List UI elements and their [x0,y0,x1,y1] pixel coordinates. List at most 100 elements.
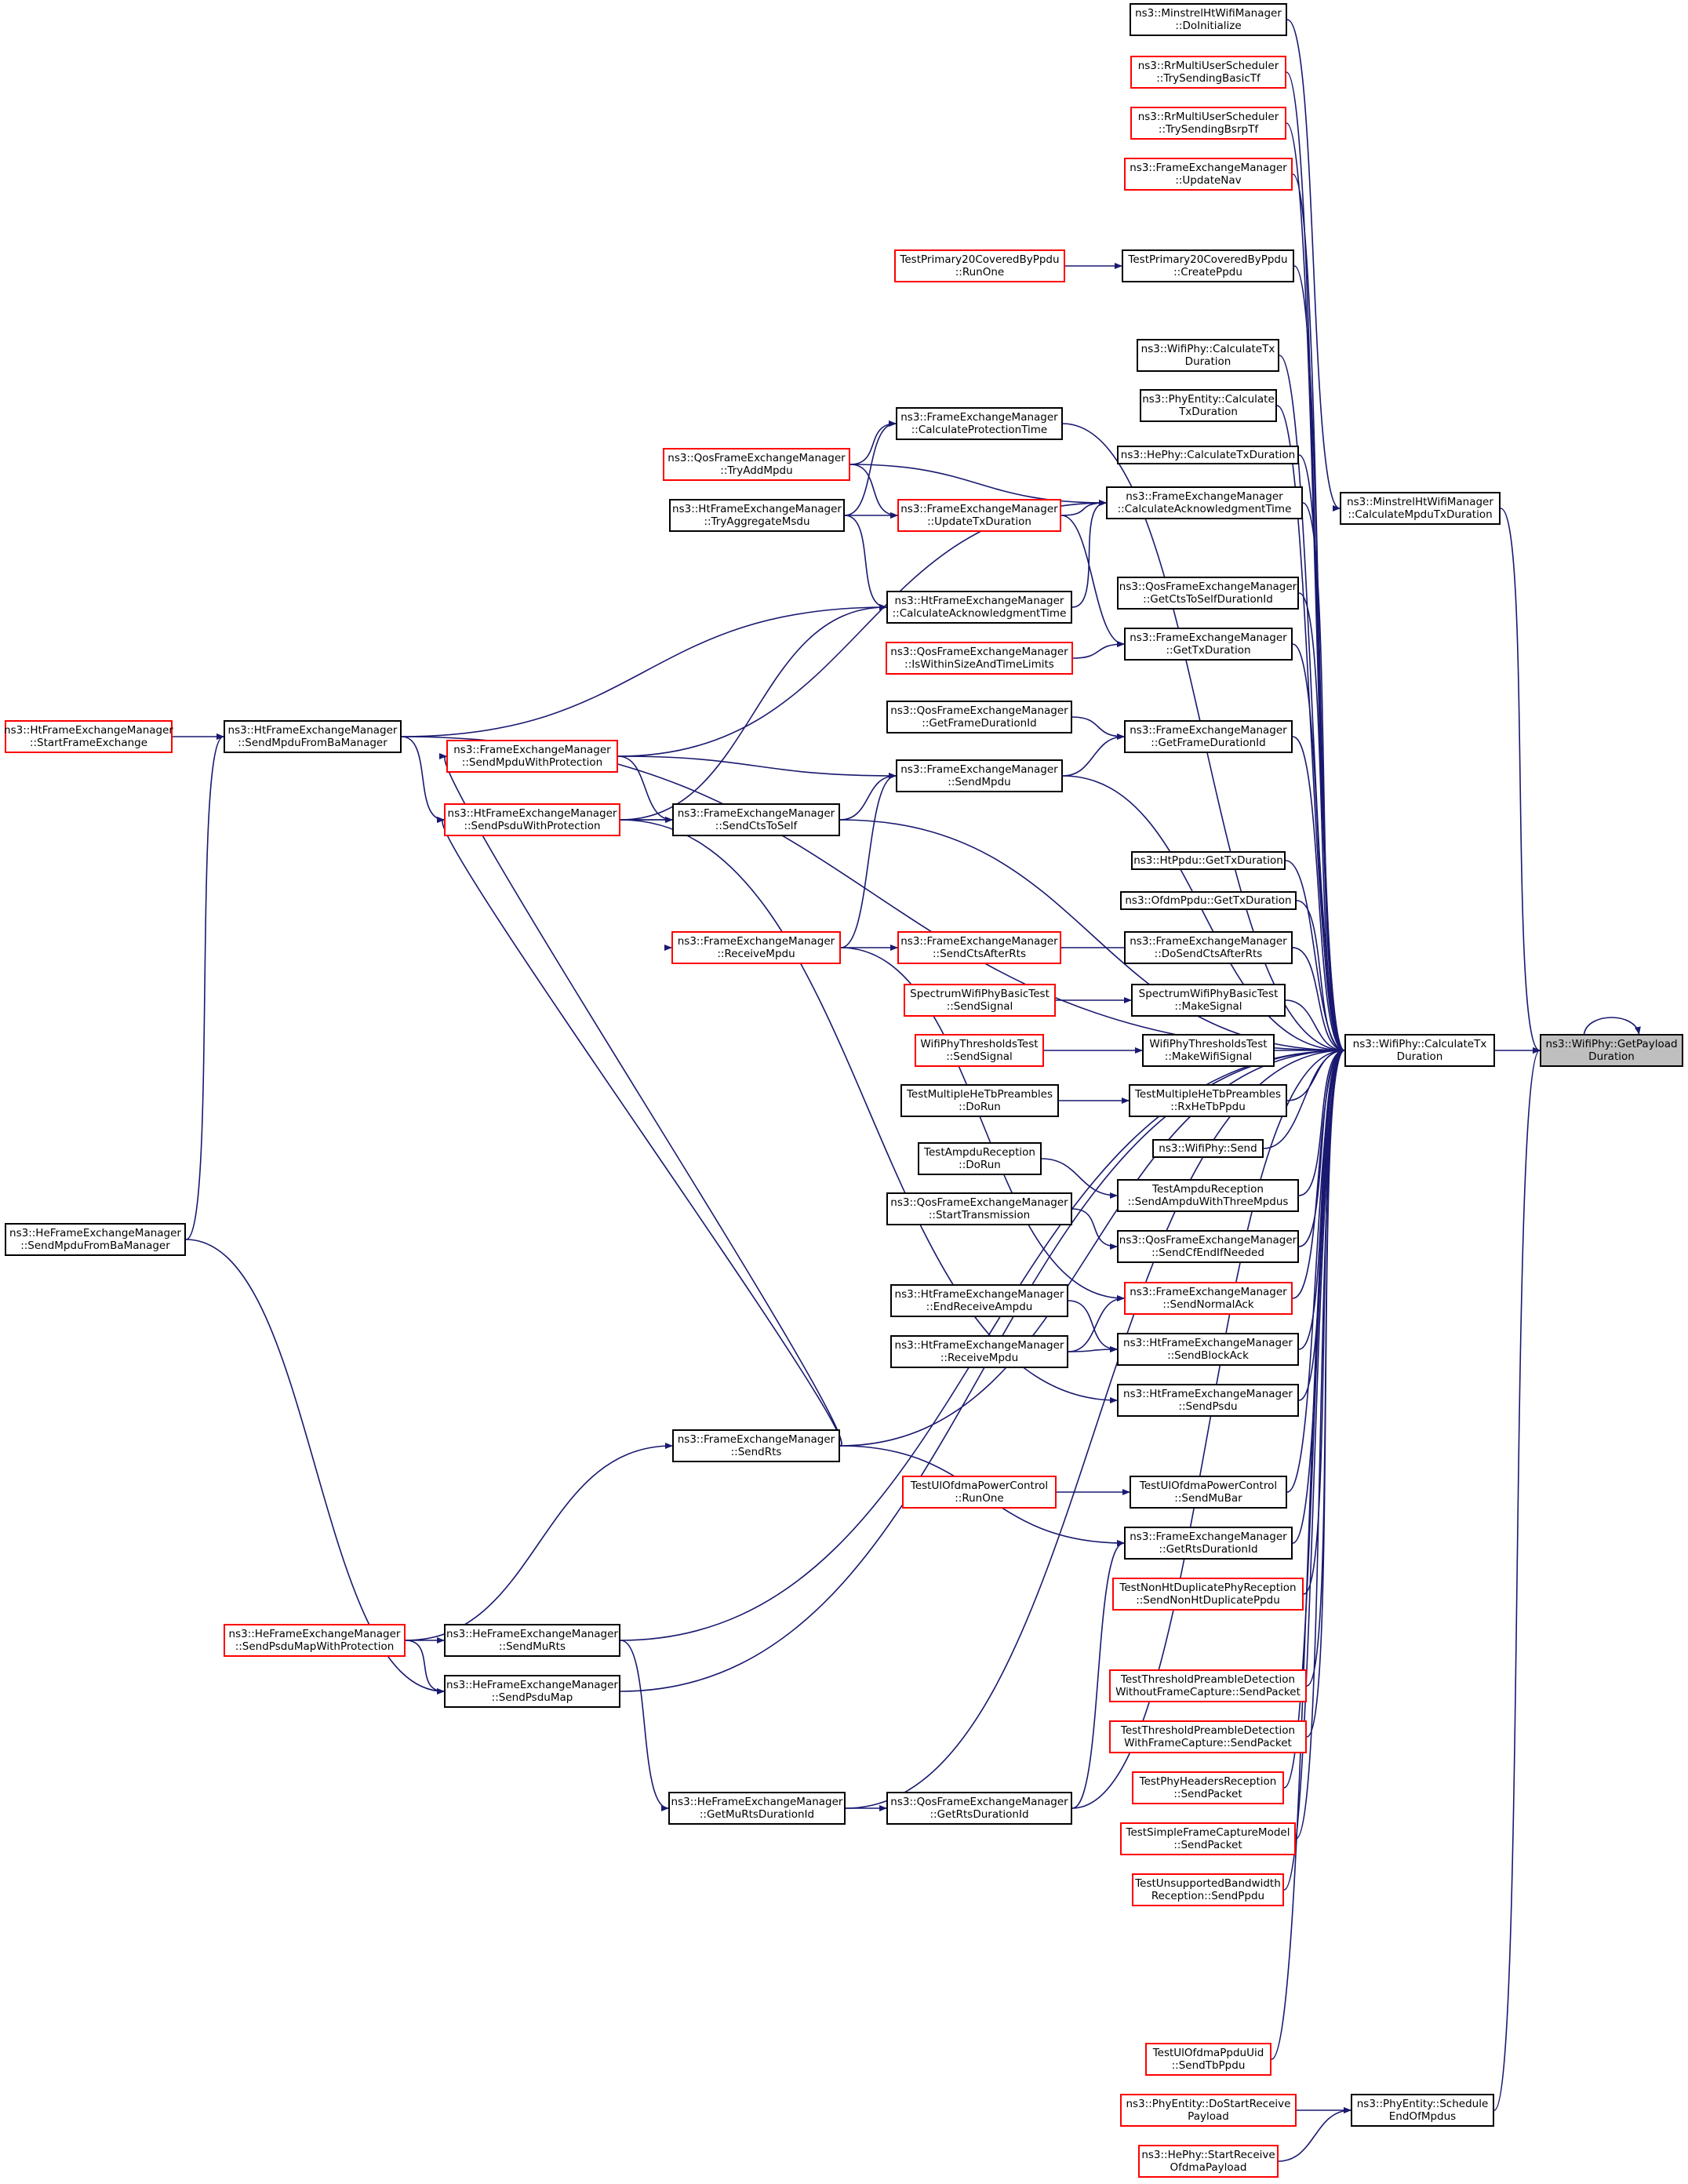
node-label-line1: ns3::RrMultiUserScheduler [1137,60,1279,72]
node-thrmake[interactable]: WifiPhyThresholdsTest::MakeWifiSignal [1142,1034,1275,1067]
node-label-line2: ::StartFrameExchange [29,737,148,749]
node-label-line1: TestUlOfdmaPowerControl [910,1480,1049,1492]
node-ulsendmubar[interactable]: TestUlOfdmaPowerControl::SendMuBar [1130,1476,1287,1509]
node-label-line2: ::MakeSignal [1174,1000,1242,1013]
node-htsendpsduprot[interactable]: ns3::HtFrameExchangeManager::SendPsduWit… [444,803,620,836]
node-femsendmpdu[interactable]: ns3::FrameExchangeManager::SendMpdu [896,759,1063,792]
node-label-line1: ns3::FrameExchangeManager [1130,724,1287,737]
node-label-line1: SpectrumWifiPhyBasicTest [1138,988,1279,1000]
node-multirx[interactable]: TestMultipleHeTbPreambles::RxHeTbPpdu [1129,1084,1287,1117]
node-htppdu[interactable]: ns3::HtPpdu::GetTxDuration [1131,851,1286,870]
node-htendrecv[interactable]: ns3::HtFrameExchangeManager::EndReceiveA… [890,1284,1068,1317]
node-label-line1: ns3::FrameExchangeManager [1130,1286,1287,1298]
node-qossendcf[interactable]: ns3::QosFrameExchangeManager::SendCfEndI… [1117,1230,1299,1263]
edge-femframedur-to-calctx [1292,736,1345,1054]
node-htstartfe[interactable]: ns3::HtFrameExchangeManager::StartFrameE… [4,720,173,753]
node-hesendpsdumap[interactable]: ns3::HeFrameExchangeManager::SendPsduMap [444,1675,620,1708]
node-minstreldoinit[interactable]: ns3::MinstrelHtWifiManager::DoInitialize [1130,3,1287,36]
node-htsendfromba[interactable]: ns3::HtFrameExchangeManager::SendMpduFro… [224,720,402,753]
node-runone20[interactable]: TestPrimary20CoveredByPpdu::RunOne [894,249,1065,282]
node-qosframedur[interactable]: ns3::QosFrameExchangeManager::GetFrameDu… [886,701,1072,733]
node-femsendrts[interactable]: ns3::FrameExchangeManager::SendRts [672,1429,840,1462]
node-label-line2: ::CreatePpdu [1173,266,1242,278]
node-ultbppdu[interactable]: TestUlOfdmaPpduUid::SendTbPpdu [1145,2043,1271,2076]
edge-wifiphysend-to-calctx [1263,1047,1345,1149]
node-minstrelcalc[interactable]: ns3::MinstrelHtWifiManager::CalculateMpd… [1340,492,1501,525]
node-rrbsrp[interactable]: ns3::RrMultiUserScheduler::TrySendingBsr… [1130,107,1286,140]
node-simplecap[interactable]: TestSimpleFrameCaptureModel::SendPacket [1120,1822,1296,1855]
node-label-line2: ::SendCfEndIfNeeded [1151,1247,1264,1259]
node-htrecvmpdu[interactable]: ns3::HtFrameExchangeManager::ReceiveMpdu [890,1335,1068,1368]
edge-hephycalc-to-calctx [1298,454,1345,1054]
node-label-line2: ::SendPsduMap [491,1691,573,1704]
node-wifiphysend[interactable]: ns3::WifiPhy::Send [1152,1139,1264,1158]
node-label-line1: TestPrimary20CoveredByPpdu [1128,253,1288,266]
node-httryagg[interactable]: ns3::HtFrameExchangeManager::TryAggregat… [669,499,845,532]
node-label-line1: ns3::HeFrameExchangeManager [446,1679,618,1691]
node-ulrunone[interactable]: TestUlOfdmaPowerControl::RunOne [902,1476,1057,1509]
node-femsendmpduprot[interactable]: ns3::FrameExchangeManager::SendMpduWithP… [446,740,618,773]
node-label-line2: WithoutFrameCapture::SendPacket [1115,1686,1301,1698]
node-ofdmppdu[interactable]: ns3::OfdmPpdu::GetTxDuration [1120,891,1297,910]
node-qosctsself[interactable]: ns3::QosFrameExchangeManager::GetCtsToSe… [1117,577,1299,610]
node-nonht[interactable]: TestNonHtDuplicatePhyReception::SendNonH… [1112,1578,1304,1611]
node-htack[interactable]: ns3::HtFrameExchangeManager::CalculateAc… [886,591,1072,624]
node-hephycalc[interactable]: ns3::HePhy::CalculateTxDuration [1117,446,1299,464]
node-rrbasic[interactable]: ns3::RrMultiUserScheduler::TrySendingBas… [1130,56,1286,89]
node-label-line1: TestThresholdPreambleDetection [1120,1724,1296,1737]
node-specsend[interactable]: SpectrumWifiPhyBasicTest::SendSignal [904,984,1056,1017]
node-htsendpsdu[interactable]: ns3::HtFrameExchangeManager::SendPsdu [1117,1384,1299,1417]
node-label-line2: ::GetFrameDurationId [1151,737,1266,749]
node-femrecvmpdu[interactable]: ns3::FrameExchangeManager::ReceiveMpdu [671,931,841,964]
node-hesendmurts[interactable]: ns3::HeFrameExchangeManager::SendMuRts [444,1624,620,1657]
node-qosgetrts[interactable]: ns3::QosFrameExchangeManager::GetRtsDura… [886,1792,1072,1825]
edge-femsendcts-to-femsendmpdu [839,773,897,821]
node-hegetmurts[interactable]: ns3::HeFrameExchangeManager::GetMuRtsDur… [668,1792,846,1825]
node-femack[interactable]: ns3::FrameExchangeManager::CalculateAckn… [1106,486,1303,519]
node-label-line2: ::SendNormalAck [1162,1298,1254,1311]
node-htsendblockack[interactable]: ns3::HtFrameExchangeManager::SendBlockAc… [1117,1333,1299,1366]
node-femupdatetx[interactable]: ns3::FrameExchangeManager::UpdateTxDurat… [897,499,1061,532]
node-femgetrts[interactable]: ns3::FrameExchangeManager::GetRtsDuratio… [1124,1527,1293,1560]
node-femsendnormalack[interactable]: ns3::FrameExchangeManager::SendNormalAck [1124,1282,1293,1315]
node-label-line1: ns3::FrameExchangeManager [900,503,1058,515]
node-label-line1: ns3::WifiPhy::Send [1159,1142,1257,1155]
node-femprot[interactable]: ns3::FrameExchangeManager::CalculateProt… [896,407,1063,440]
node-label-line2: WithFrameCapture::SendPacket [1124,1737,1292,1749]
node-label-line1: ns3::FrameExchangeManager [677,935,835,948]
node-femsendctsrts[interactable]: ns3::FrameExchangeManager::SendCtsAfterR… [897,931,1061,964]
node-label-line2: ::SendMpduWithProtection [461,756,603,769]
node-hesendfromba[interactable]: ns3::HeFrameExchangeManager::SendMpduFro… [5,1223,186,1256]
node-femframedur[interactable]: ns3::FrameExchangeManager::GetFrameDurat… [1124,720,1293,753]
node-label-line1: ns3::WifiPhy::CalculateTx [1352,1038,1487,1050]
node-label-line1: ns3::QosFrameExchangeManager [1119,1234,1297,1247]
node-femdosendcts[interactable]: ns3::FrameExchangeManager::DoSendCtsAfte… [1124,931,1293,964]
node-specmake[interactable]: SpectrumWifiPhyBasicTest::MakeSignal [1131,984,1286,1017]
node-label-line1: TestMultipleHeTbPreambles [1134,1088,1282,1101]
node-ampdusend[interactable]: TestAmpduReception::SendAmpduWithThreeMp… [1117,1179,1299,1212]
node-label-line2: ::RxHeTbPpdu [1170,1101,1246,1113]
node-qostryadd[interactable]: ns3::QosFrameExchangeManager::TryAddMpdu [663,448,850,481]
node-createppdu[interactable]: TestPrimary20CoveredByPpdu::CreatePpdu [1122,249,1294,282]
node-updatenav[interactable]: ns3::FrameExchangeManager::UpdateNav [1124,158,1293,191]
node-qosstarttx[interactable]: ns3::QosFrameExchangeManager::StartTrans… [886,1192,1072,1225]
node-label-line1: TestUlOfdmaPpduUid [1152,2047,1264,2059]
node-femgettx[interactable]: ns3::FrameExchangeManager::GetTxDuration [1124,628,1293,661]
node-phyheaders[interactable]: TestPhyHeadersReception::SendPacket [1132,1771,1284,1804]
node-ampdudorun[interactable]: TestAmpduReception::DoRun [918,1142,1042,1175]
node-qoswithin[interactable]: ns3::QosFrameExchangeManager::IsWithinSi… [886,642,1073,675]
node-hesendpsdumapprot[interactable]: ns3::HeFrameExchangeManager::SendPsduMap… [224,1624,406,1657]
node-femsendcts[interactable]: ns3::FrameExchangeManager::SendCtsToSelf [672,803,840,836]
node-thrsend[interactable]: WifiPhyThresholdsTest::SendSignal [915,1034,1044,1067]
node-multidorun[interactable]: TestMultipleHeTbPreambles::DoRun [900,1084,1059,1117]
